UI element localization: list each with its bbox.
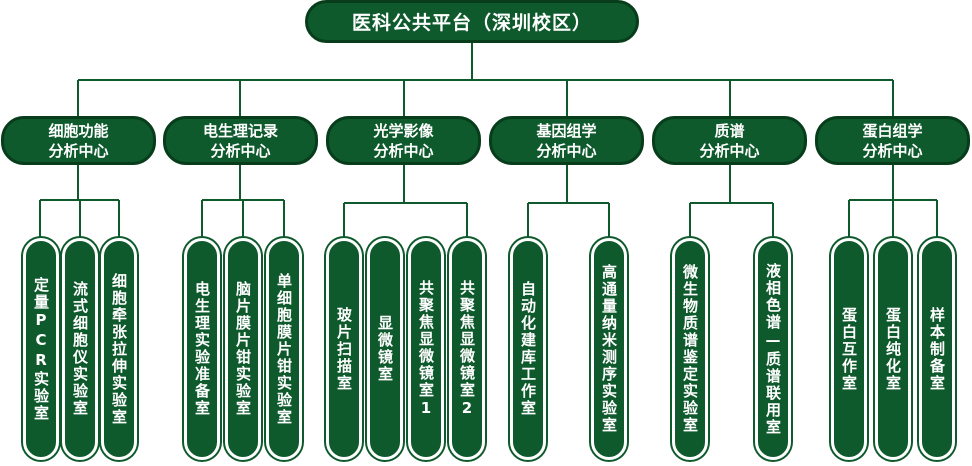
- lab-node: 微生物质谱鉴定实验室: [672, 238, 708, 460]
- center-label-line2: 分析中心: [536, 141, 597, 160]
- lab-node: 脑片膜片钳实验室: [225, 238, 261, 460]
- lab-node: 定量PCR实验室: [23, 238, 59, 460]
- lab-label: 共聚焦显微镜室2: [458, 279, 476, 419]
- lab-label: 高通量纳米测序实验室: [600, 264, 618, 434]
- lab-label: 玻片扫描室: [335, 306, 353, 392]
- lab-label: 蛋白互作室: [840, 306, 858, 392]
- lab-node: 蛋白互作室: [831, 238, 867, 460]
- lab-node: 电生理实验准备室: [184, 238, 220, 460]
- center-label-line2: 分析中心: [210, 141, 271, 160]
- center-label-line1: 光学影像: [373, 121, 434, 140]
- center-label-line2: 分析中心: [699, 141, 760, 160]
- center-node-electrophysiology: 电生理记录分析中心: [163, 116, 318, 165]
- root-node: 医科公共平台（深圳校区）: [305, 0, 639, 43]
- lab-label: 自动化建库工作室: [519, 281, 537, 417]
- center-label-line2: 分析中心: [862, 141, 923, 160]
- lab-label: 流式细胞仪实验室: [71, 281, 89, 417]
- center-node-cell-function: 细胞功能分析中心: [1, 116, 156, 165]
- center-label-line1: 电生理记录: [202, 121, 278, 140]
- lab-label: 脑片膜片钳实验室: [234, 281, 252, 417]
- lab-label: 显微镜室: [376, 315, 394, 383]
- lab-label: 单细胞膜片钳实验室: [275, 272, 293, 426]
- center-label-line1: 细胞功能: [48, 121, 109, 140]
- lab-node: 液相色谱—质谱联用室: [755, 238, 791, 460]
- center-label-line2: 分析中心: [373, 141, 434, 160]
- center-node-genomics: 基因组学分析中心: [489, 116, 644, 165]
- lab-node: 玻片扫描室: [326, 238, 362, 460]
- lab-node: 细胞牵张拉伸实验室: [101, 238, 137, 460]
- lab-node: 流式细胞仪实验室: [62, 238, 98, 460]
- lab-node: 蛋白纯化室: [875, 238, 911, 460]
- center-label-line1: 质谱: [714, 121, 745, 140]
- lab-label: 样本制备室: [928, 306, 946, 392]
- center-node-proteomics: 蛋白组学分析中心: [815, 116, 970, 165]
- lab-label: 微生物质谱鉴定实验室: [681, 264, 699, 434]
- root-label: 医科公共平台（深圳校区）: [351, 12, 592, 34]
- lab-label: 液相色谱—质谱联用室: [764, 262, 782, 436]
- center-node-optical-imaging: 光学影像分析中心: [326, 116, 481, 165]
- lab-node: 共聚焦显微镜室2: [449, 238, 485, 460]
- lab-node: 自动化建库工作室: [510, 238, 546, 460]
- lab-node: 共聚焦显微镜室1: [408, 238, 444, 460]
- lab-label: 共聚焦显微镜室1: [417, 279, 435, 419]
- lab-node: 高通量纳米测序实验室: [591, 238, 627, 460]
- center-label-line1: 蛋白组学: [862, 121, 923, 140]
- lab-node: 单细胞膜片钳实验室: [266, 238, 302, 460]
- center-label-line1: 基因组学: [536, 121, 597, 140]
- lab-label: 定量PCR实验室: [32, 276, 50, 422]
- center-label-line2: 分析中心: [48, 141, 109, 160]
- center-node-mass-spec: 质谱分析中心: [652, 116, 807, 165]
- lab-label: 蛋白纯化室: [884, 306, 902, 392]
- lab-node: 样本制备室: [919, 238, 955, 460]
- lab-node: 显微镜室: [367, 238, 403, 460]
- lab-label: 细胞牵张拉伸实验室: [110, 272, 128, 426]
- lab-label: 电生理实验准备室: [193, 281, 211, 417]
